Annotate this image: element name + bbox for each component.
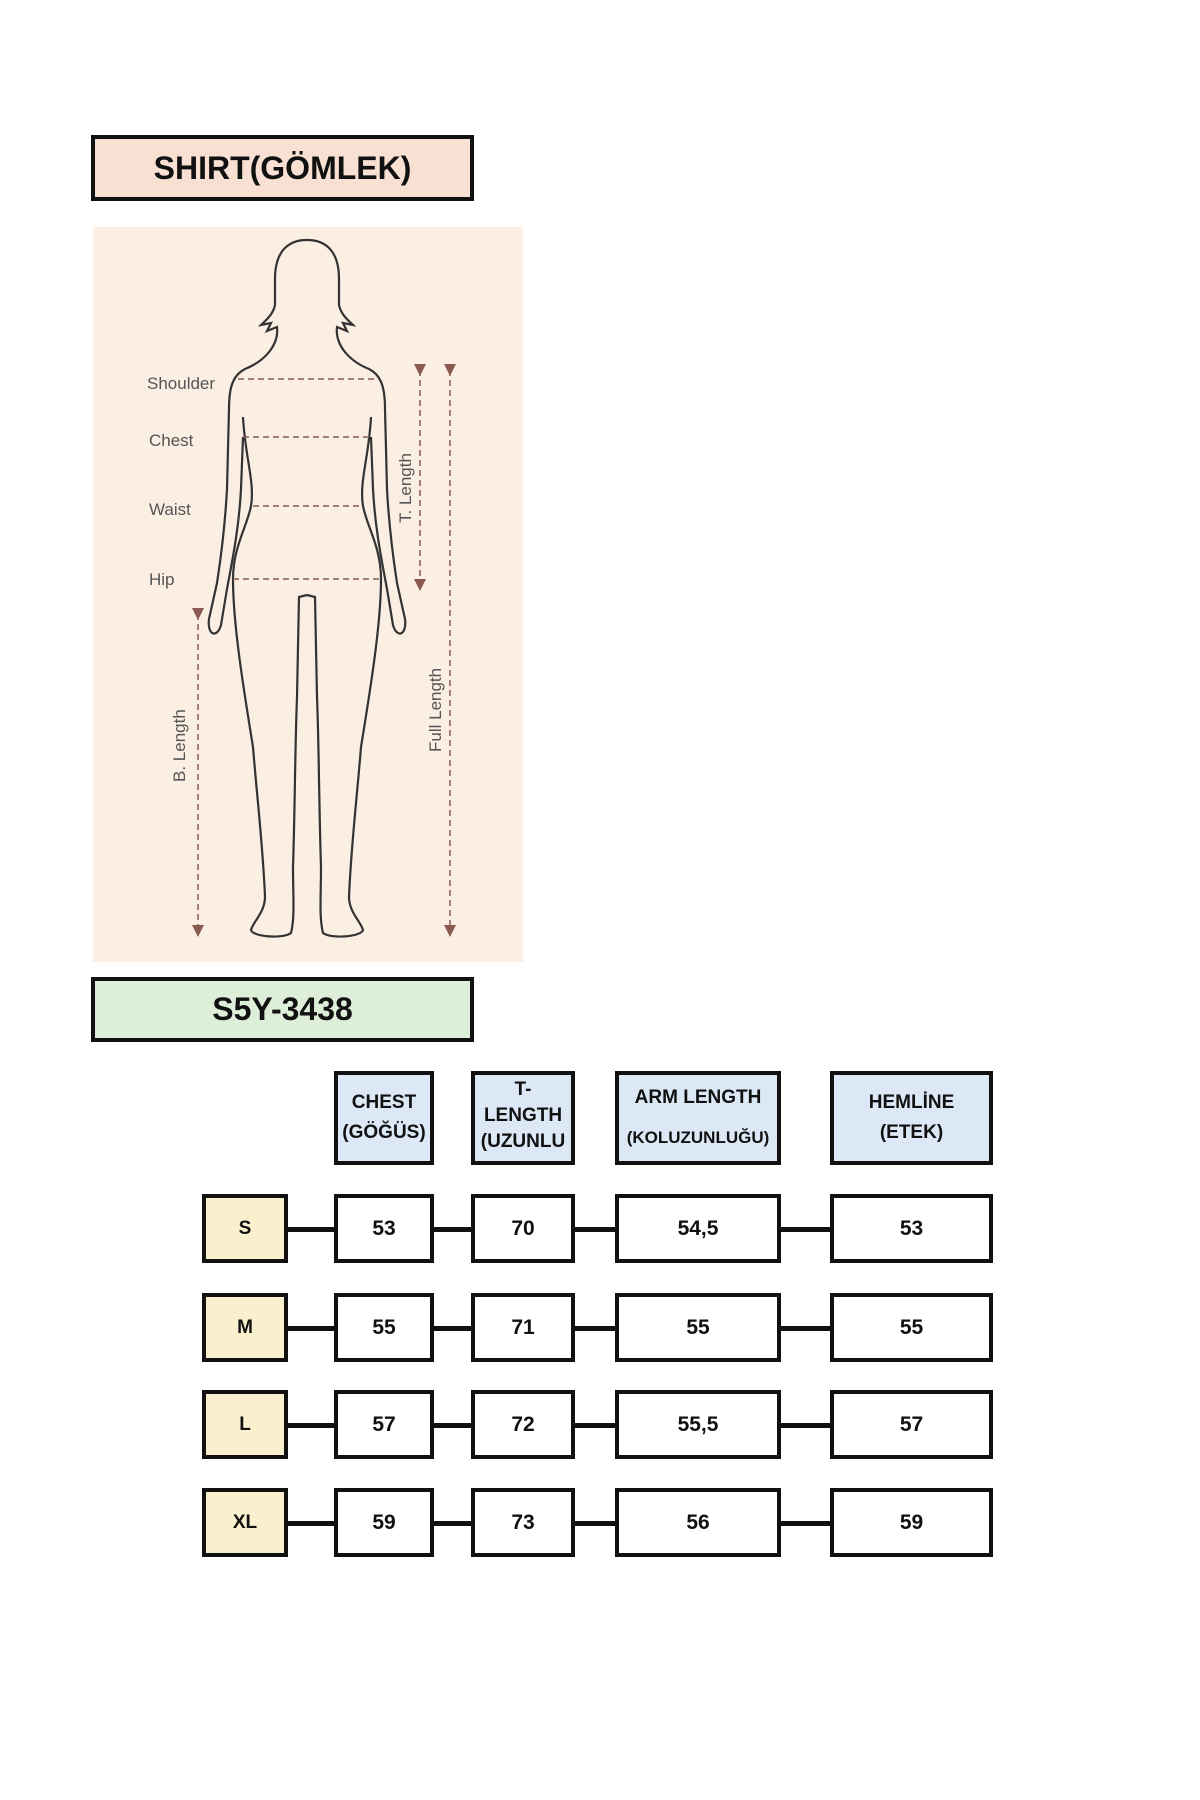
row-connector bbox=[781, 1226, 830, 1232]
row-connector bbox=[575, 1325, 615, 1331]
size-label: M bbox=[202, 1293, 288, 1362]
measurement-cell: 54,5 bbox=[615, 1194, 781, 1263]
row-connector bbox=[575, 1422, 615, 1428]
header-t-length: T- LENGTH (UZUNLU bbox=[471, 1071, 575, 1165]
measurement-cell: 56 bbox=[615, 1488, 781, 1557]
label-shoulder: Shoulder bbox=[147, 374, 215, 393]
measurement-cell: 55 bbox=[334, 1293, 434, 1362]
size-label: L bbox=[202, 1390, 288, 1459]
row-connector bbox=[288, 1325, 334, 1331]
row-connector bbox=[434, 1226, 471, 1232]
header-text: ARM LENGTH bbox=[634, 1087, 762, 1108]
size-label: XL bbox=[202, 1488, 288, 1557]
measurement-cell: 59 bbox=[830, 1488, 993, 1557]
label-waist: Waist bbox=[149, 500, 191, 519]
row-connector bbox=[288, 1226, 334, 1232]
header-text: (UZUNLU bbox=[480, 1131, 566, 1152]
measurement-cell: 73 bbox=[471, 1488, 575, 1557]
header-text: LENGTH bbox=[483, 1105, 563, 1126]
measurement-cell: 55 bbox=[830, 1293, 993, 1362]
measurement-cell: 55,5 bbox=[615, 1390, 781, 1459]
row-connector bbox=[434, 1325, 471, 1331]
body-outline bbox=[207, 238, 407, 938]
row-connector bbox=[781, 1422, 830, 1428]
measurement-cell: 57 bbox=[334, 1390, 434, 1459]
row-connector bbox=[781, 1520, 830, 1526]
header-text: CHEST bbox=[351, 1092, 417, 1113]
header-text: (ETEK) bbox=[879, 1122, 944, 1143]
measurement-cell: 70 bbox=[471, 1194, 575, 1263]
row-connector bbox=[288, 1422, 334, 1428]
measurement-cell: 53 bbox=[830, 1194, 993, 1263]
row-connector bbox=[434, 1520, 471, 1526]
row-connector bbox=[575, 1520, 615, 1526]
header-text: HEMLİNE bbox=[868, 1092, 955, 1113]
label-chest: Chest bbox=[149, 431, 194, 450]
measurement-cell: 59 bbox=[334, 1488, 434, 1557]
measurement-cell: 71 bbox=[471, 1293, 575, 1362]
size-label: S bbox=[202, 1194, 288, 1263]
body-measurement-diagram: Shoulder Chest Waist Hip T. Length Full … bbox=[93, 227, 523, 962]
row-connector bbox=[781, 1325, 830, 1331]
row-connector bbox=[575, 1226, 615, 1232]
measurement-cell: 53 bbox=[334, 1194, 434, 1263]
header-text: (KOLUZUNLUĞU) bbox=[626, 1128, 770, 1147]
header-hemline: HEMLİNE (ETEK) bbox=[830, 1071, 993, 1165]
measurement-cell: 57 bbox=[830, 1390, 993, 1459]
label-b-length: B. Length bbox=[170, 709, 189, 782]
header-arm-length: ARM LENGTH (KOLUZUNLUĞU) bbox=[615, 1071, 781, 1165]
product-code: S5Y-3438 bbox=[91, 977, 474, 1042]
product-title: SHIRT(GÖMLEK) bbox=[91, 135, 474, 201]
header-text: T- bbox=[514, 1079, 532, 1100]
row-connector bbox=[434, 1422, 471, 1428]
header-chest: CHEST (GÖĞÜS) bbox=[334, 1071, 434, 1165]
measurement-cell: 72 bbox=[471, 1390, 575, 1459]
measurement-cell: 55 bbox=[615, 1293, 781, 1362]
label-t-length: T. Length bbox=[396, 453, 415, 523]
label-hip: Hip bbox=[149, 570, 175, 589]
header-text: (GÖĞÜS) bbox=[342, 1122, 426, 1143]
label-full-length: Full Length bbox=[426, 668, 445, 752]
row-connector bbox=[288, 1520, 334, 1526]
